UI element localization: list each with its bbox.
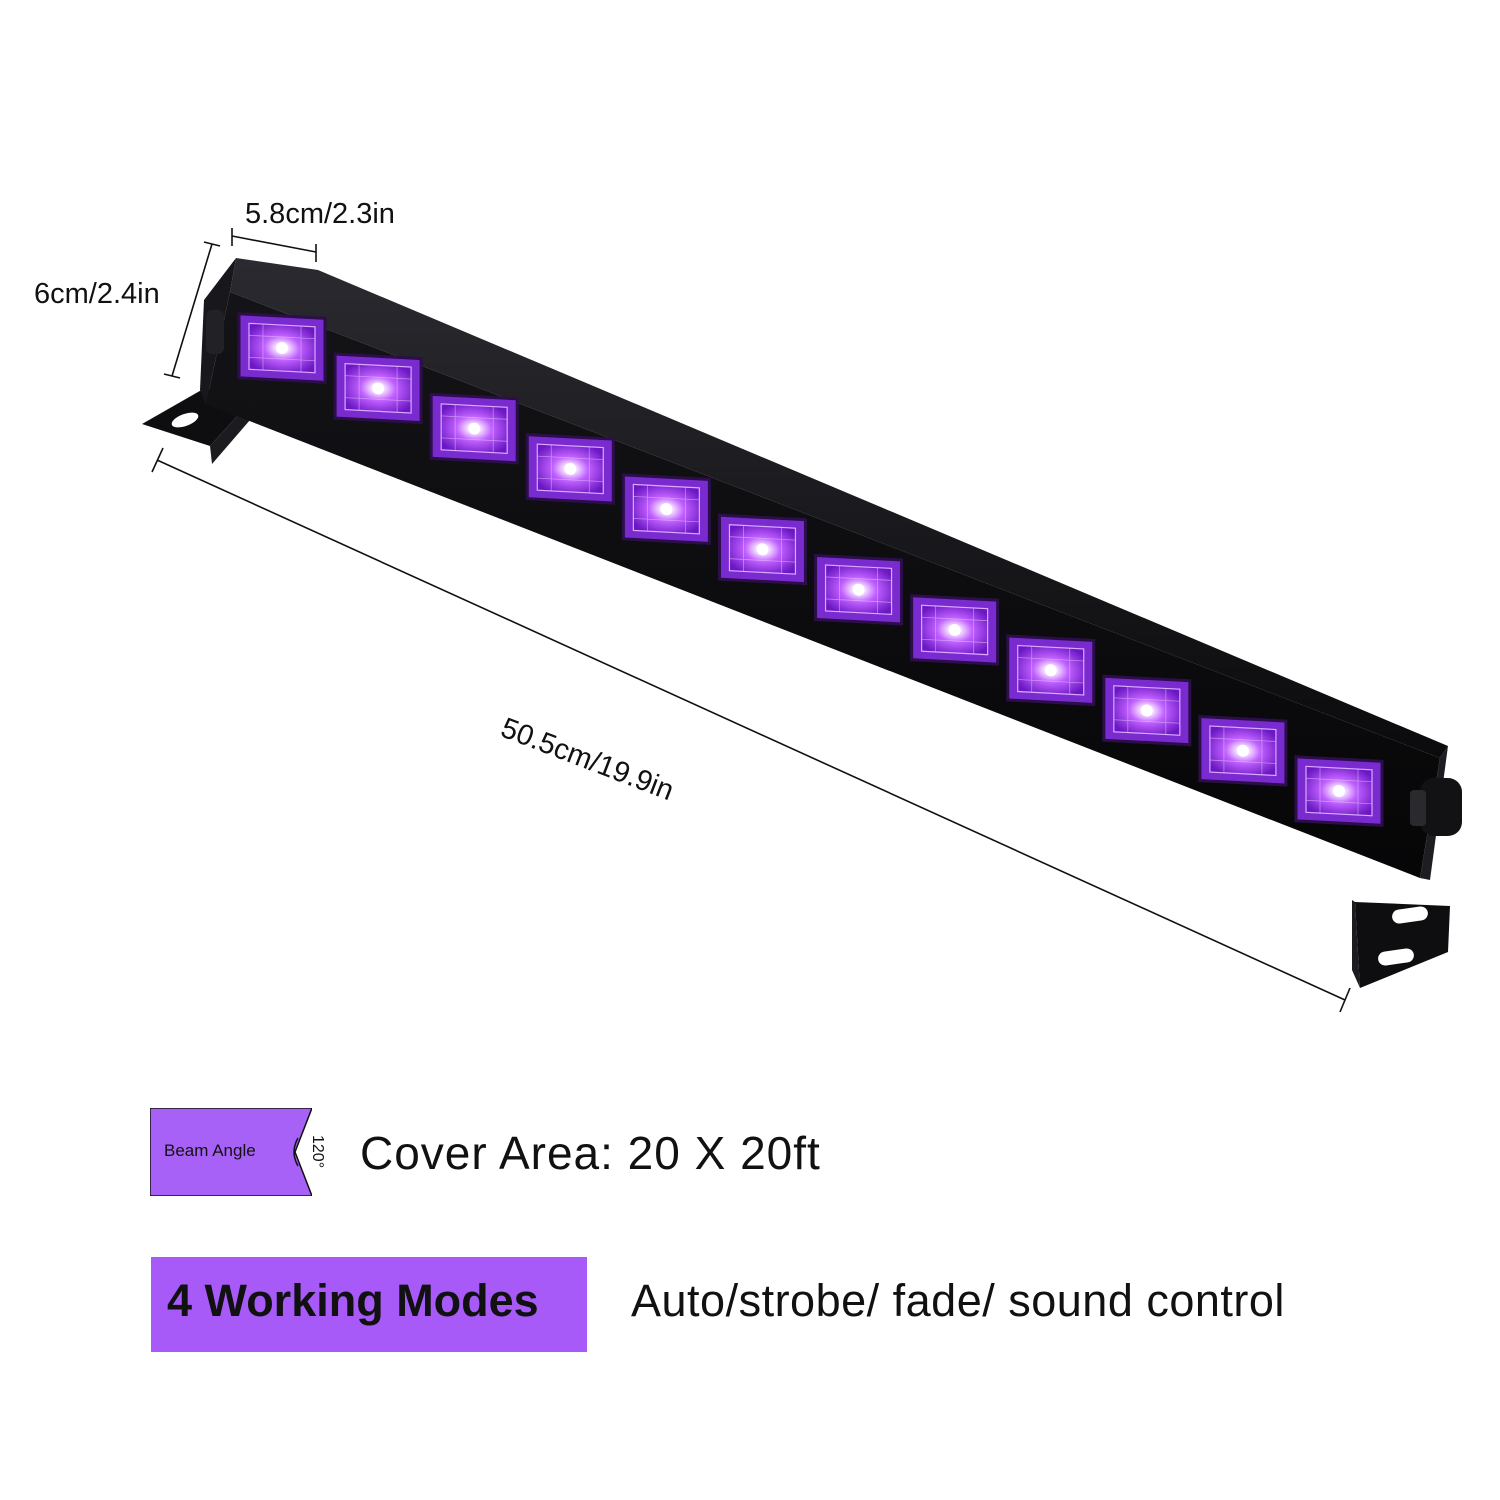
right-mounting-bracket [1352, 900, 1450, 988]
working-modes-list: Auto/strobe/ fade/ sound control [631, 1275, 1285, 1326]
uv-led [237, 312, 327, 384]
uv-led [525, 433, 615, 505]
working-modes-title: 4 Working Modes [167, 1275, 539, 1326]
uv-led [1006, 634, 1096, 707]
uv-led [1198, 714, 1288, 787]
uv-led [814, 553, 904, 626]
led-array [237, 312, 1384, 827]
height-dimension-label: 6cm/2.4in [34, 278, 160, 310]
width-dimension-label: 5.8cm/2.3in [245, 198, 395, 230]
beam-angle-flag [150, 1108, 312, 1196]
dimension-lines [151, 228, 1351, 1013]
beam-angle-label: Beam Angle [164, 1141, 256, 1160]
uv-led [429, 392, 519, 465]
uv-led [1102, 674, 1192, 747]
uv-led [1294, 755, 1384, 827]
modes-highlight-box [151, 1257, 587, 1352]
uv-led [333, 352, 423, 425]
beam-angle-value: 120° [309, 1135, 326, 1169]
uv-led [621, 473, 711, 545]
cover-area-text: Cover Area: 20 X 20ft [360, 1127, 821, 1179]
uv-led [910, 594, 1000, 666]
uv-led [717, 513, 807, 586]
